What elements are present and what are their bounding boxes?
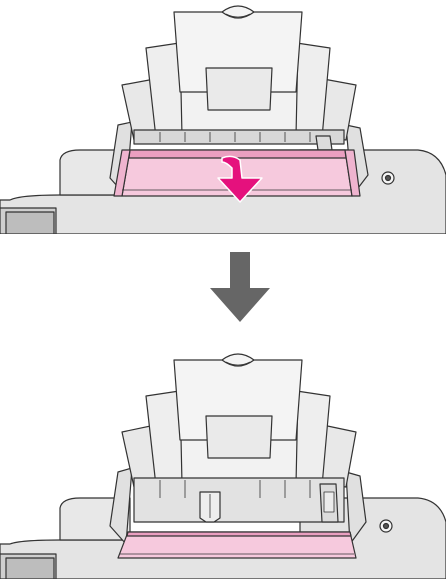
extension-tab <box>221 11 255 19</box>
extension-tab <box>221 359 255 367</box>
feeder-guard-top-edge <box>126 531 352 537</box>
printer-drawing-bottom <box>0 353 446 579</box>
feeder-guard-end-right <box>344 149 361 197</box>
illustration-cover-opening <box>0 0 446 234</box>
side-frame-right <box>345 471 367 545</box>
center-panel-window <box>205 67 273 111</box>
edge-guide <box>315 135 333 151</box>
feeder-guard-end-left <box>113 149 131 197</box>
power-button-icon <box>379 519 393 533</box>
sheet-feeder-slot <box>133 129 345 145</box>
lcd-screen <box>0 207 57 234</box>
feeder-guard-top-edge <box>128 149 347 159</box>
illustration-cover-closed <box>0 322 446 579</box>
sheet-feeder-slot <box>133 477 345 523</box>
lcd-screen <box>0 553 57 579</box>
sheet-feeder-ribs <box>159 132 311 142</box>
power-button-icon <box>381 171 395 185</box>
extension-tab-grip <box>225 361 251 366</box>
sheet-feeder-ribs <box>159 480 311 498</box>
center-panel-window <box>205 415 273 459</box>
arrow-down-magenta-icon <box>217 155 263 203</box>
arrow-down-gray-icon <box>208 252 272 324</box>
printer-drawing-top <box>0 5 446 234</box>
extension-tab-grip <box>225 13 251 18</box>
